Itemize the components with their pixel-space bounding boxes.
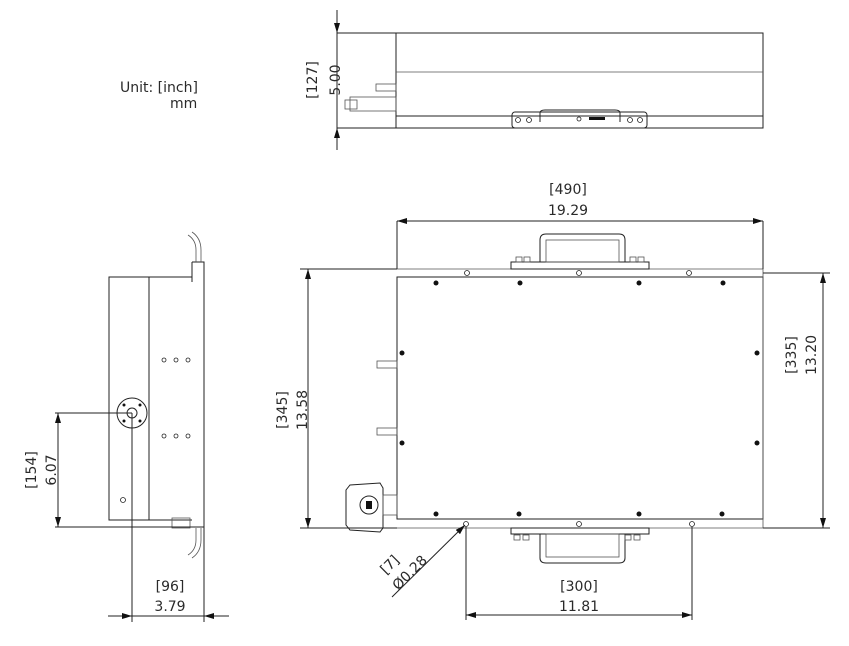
- dim-body-height-mm: [335]: [784, 336, 800, 374]
- dim-port-height-in: 6.07: [44, 454, 60, 485]
- dim-port-offset-mm: [96]: [156, 579, 185, 595]
- dim-port-offset-in: 3.79: [154, 599, 185, 615]
- front-view: [490] 19.29 [345] 13.58 [335] 13.20 [300…: [275, 182, 830, 620]
- dim-overall-height-mm: [345]: [275, 391, 291, 429]
- dim-body-height-in: 13.20: [804, 335, 820, 375]
- side-view: [154] 6.07 [96] 3.79: [24, 231, 229, 622]
- unit-label-mm: mm: [170, 96, 197, 112]
- top-view: [127] 5.00: [305, 10, 764, 150]
- dim-port-height-mm: [154]: [24, 451, 40, 489]
- dim-overall-height-in: 13.58: [295, 390, 311, 430]
- top-handle: [510, 233, 650, 270]
- bottom-handle: [510, 527, 650, 564]
- unit-label: Unit: [inch]: [120, 80, 198, 96]
- dim-height-in: 5.00: [328, 64, 344, 95]
- dim-hole-spacing-mm: [300]: [560, 579, 598, 595]
- dim-width-in: 19.29: [548, 203, 588, 219]
- side-connector: [345, 482, 398, 533]
- dim-height-mm: [127]: [305, 61, 321, 99]
- dim-hole-spacing-in: 11.81: [559, 599, 599, 615]
- handle-plate: [511, 109, 648, 129]
- dim-width-mm: [490]: [549, 182, 587, 198]
